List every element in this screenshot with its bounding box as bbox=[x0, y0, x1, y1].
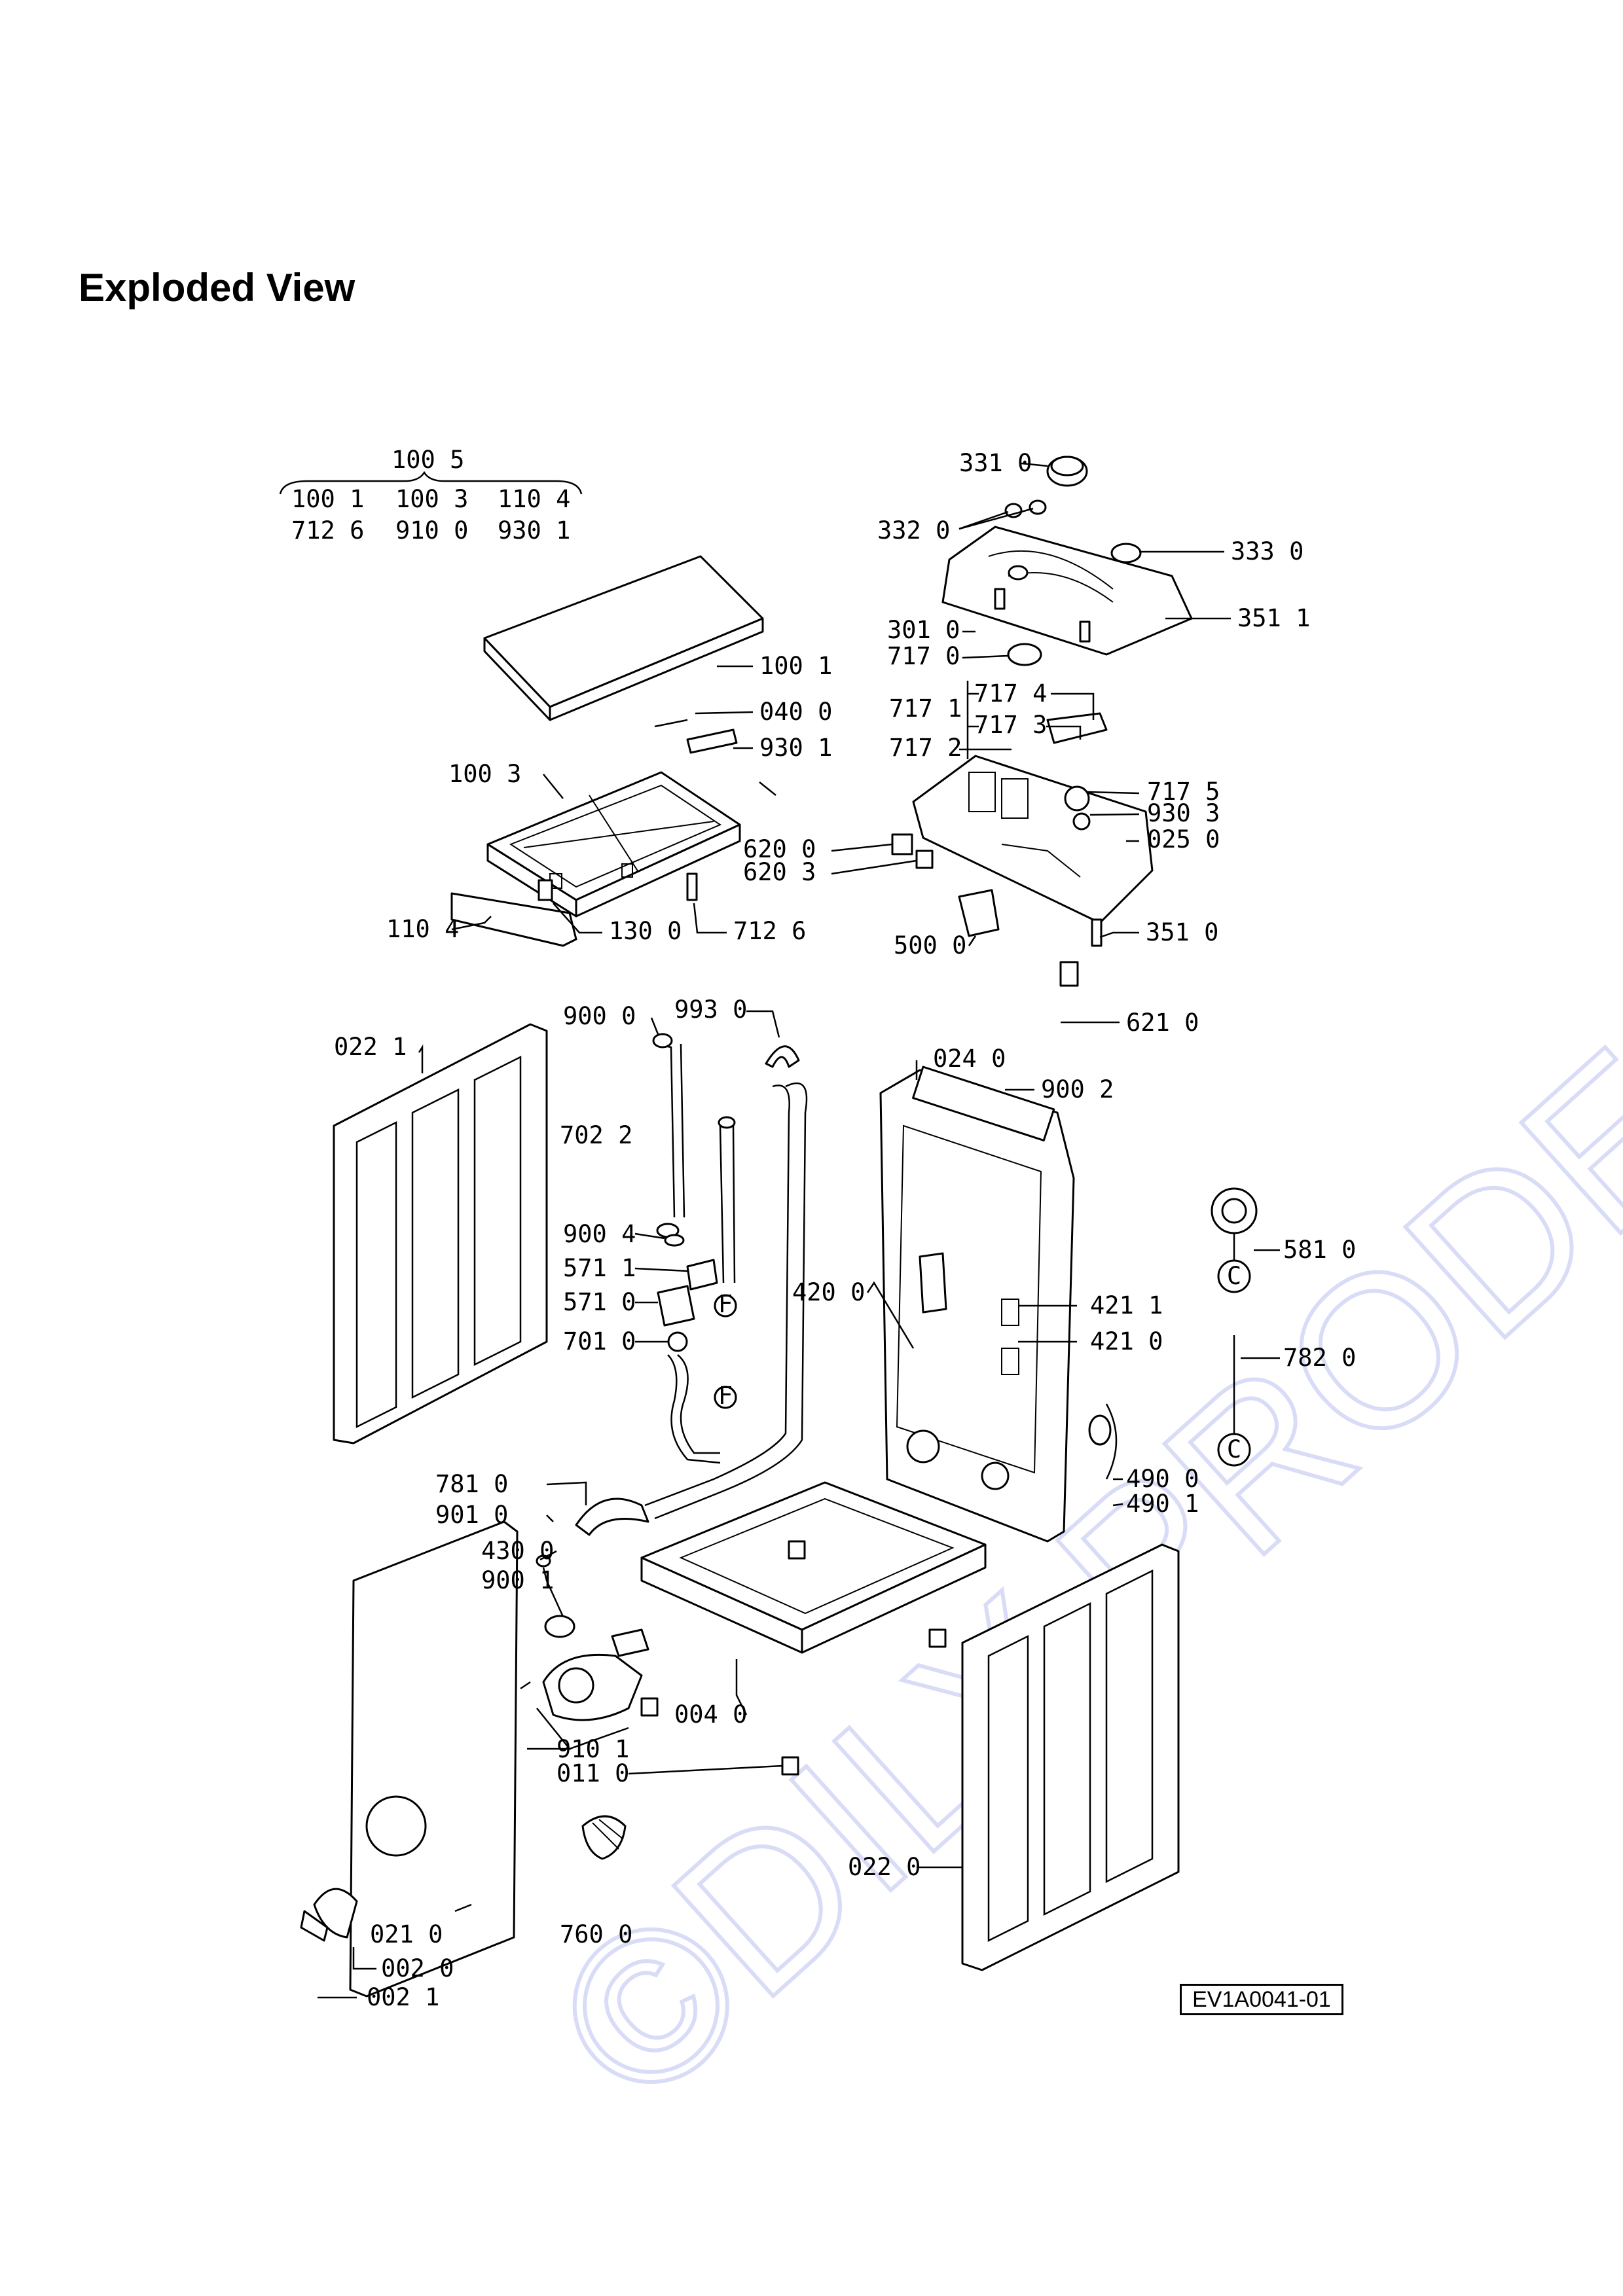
label-717-0: 717 0 bbox=[887, 642, 960, 670]
kit-row1-b: 100 3 bbox=[395, 485, 468, 513]
label-717-4: 717 4 bbox=[974, 679, 1047, 708]
label-620-0: 620 0 bbox=[743, 835, 816, 863]
label-581-0: 581 0 bbox=[1283, 1236, 1356, 1264]
kit-top-label: 100 5 bbox=[392, 446, 464, 474]
label-351-1: 351 1 bbox=[1237, 604, 1310, 632]
label-717-3: 717 3 bbox=[974, 711, 1047, 739]
label-701-0: 701 0 bbox=[563, 1327, 636, 1355]
label-621-0: 621 0 bbox=[1126, 1009, 1199, 1037]
label-110-4: 110 4 bbox=[386, 915, 459, 943]
kit-row2-a: 712 6 bbox=[291, 516, 364, 545]
label-900-1: 900 1 bbox=[481, 1566, 554, 1594]
leader-lines bbox=[318, 462, 1280, 1999]
rear-panel bbox=[879, 1066, 1118, 1543]
control-knob bbox=[1004, 456, 1088, 518]
right-side-panel bbox=[961, 1543, 1180, 1971]
label-490-1: 490 1 bbox=[1126, 1490, 1199, 1518]
callout-f2: F bbox=[718, 1382, 733, 1410]
label-930-3: 930 3 bbox=[1147, 799, 1220, 827]
label-782-0: 782 0 bbox=[1283, 1344, 1356, 1372]
label-430-0: 430 0 bbox=[481, 1537, 554, 1565]
label-420-0: 420 0 bbox=[792, 1278, 865, 1306]
label-760-0: 760 0 bbox=[560, 1920, 632, 1948]
kit-row1-a: 100 1 bbox=[291, 485, 364, 513]
label-022-1: 022 1 bbox=[334, 1033, 407, 1061]
control-fascia bbox=[941, 526, 1193, 656]
label-500-0: 500 0 bbox=[894, 931, 966, 960]
callout-f1: F bbox=[718, 1290, 733, 1318]
part-labels: 331 0 332 0 333 0 351 1 301 0 717 0 717 … bbox=[334, 449, 1356, 2011]
kit-brace bbox=[279, 471, 583, 495]
programmer-board bbox=[912, 643, 1154, 924]
label-351-0: 351 0 bbox=[1146, 918, 1218, 946]
label-100-1: 100 1 bbox=[759, 652, 832, 680]
label-900-2: 900 2 bbox=[1041, 1075, 1114, 1103]
label-571-1: 571 1 bbox=[563, 1254, 636, 1282]
label-332-0: 332 0 bbox=[877, 516, 950, 545]
front-panel bbox=[300, 1520, 519, 1998]
small-parts-top bbox=[450, 719, 776, 947]
label-002-1: 002 1 bbox=[367, 1983, 439, 2011]
label-421-0: 421 0 bbox=[1090, 1327, 1163, 1355]
label-930-1: 930 1 bbox=[759, 734, 832, 762]
label-490-0: 490 0 bbox=[1126, 1465, 1199, 1493]
drain-pump bbox=[520, 1554, 649, 1860]
label-022-0: 022 0 bbox=[848, 1853, 921, 1881]
top-frame bbox=[486, 771, 741, 918]
kit-bracket: 100 5 100 1 100 3 110 4 712 6 910 0 930 … bbox=[279, 446, 583, 545]
label-702-2: 702 2 bbox=[560, 1121, 632, 1149]
label-712-6: 712 6 bbox=[733, 917, 806, 945]
label-331-0: 331 0 bbox=[959, 449, 1032, 477]
hoses bbox=[575, 1033, 808, 1536]
label-571-0: 571 0 bbox=[563, 1288, 636, 1316]
label-717-2: 717 2 bbox=[889, 734, 962, 762]
label-333-0: 333 0 bbox=[1231, 537, 1304, 565]
label-900-0: 900 0 bbox=[563, 1002, 636, 1030]
label-717-1: 717 1 bbox=[889, 694, 962, 723]
label-130-0: 130 0 bbox=[609, 917, 682, 945]
motor-pulley: C C bbox=[1211, 1187, 1258, 1467]
f-callouts: F F bbox=[714, 1290, 737, 1410]
callout-c1: C bbox=[1227, 1262, 1241, 1290]
kit-row2-b: 910 0 bbox=[395, 516, 468, 545]
label-301-0: 301 0 bbox=[887, 616, 960, 644]
base-frame bbox=[640, 1481, 987, 1776]
top-lid bbox=[483, 555, 764, 721]
label-910-1: 910 1 bbox=[556, 1735, 629, 1763]
label-901-0: 901 0 bbox=[435, 1501, 508, 1529]
label-620-3: 620 3 bbox=[743, 858, 816, 886]
label-900-4: 900 4 bbox=[563, 1220, 636, 1248]
label-781-0: 781 0 bbox=[435, 1470, 508, 1498]
label-011-0: 011 0 bbox=[556, 1759, 629, 1787]
label-002-0: 002 0 bbox=[381, 1954, 454, 1982]
label-021-0: 021 0 bbox=[370, 1920, 443, 1948]
label-421-1: 421 1 bbox=[1090, 1291, 1163, 1319]
label-024-0: 024 0 bbox=[933, 1045, 1006, 1073]
kit-row2-c: 930 1 bbox=[498, 516, 570, 545]
kit-row1-c: 110 4 bbox=[498, 485, 570, 513]
label-025-0: 025 0 bbox=[1147, 825, 1220, 853]
label-004-0: 004 0 bbox=[674, 1700, 747, 1729]
page-title: Exploded View bbox=[79, 266, 356, 310]
left-side-panel bbox=[333, 1023, 548, 1444]
callout-c2: C bbox=[1227, 1435, 1241, 1463]
label-717-5: 717 5 bbox=[1147, 778, 1220, 806]
label-040-0: 040 0 bbox=[759, 698, 832, 726]
label-100-3: 100 3 bbox=[448, 760, 521, 788]
control-connectors bbox=[891, 833, 1103, 987]
label-993-0: 993 0 bbox=[674, 996, 747, 1024]
diagram-code: EV1A0041-01 bbox=[1180, 1984, 1343, 2015]
